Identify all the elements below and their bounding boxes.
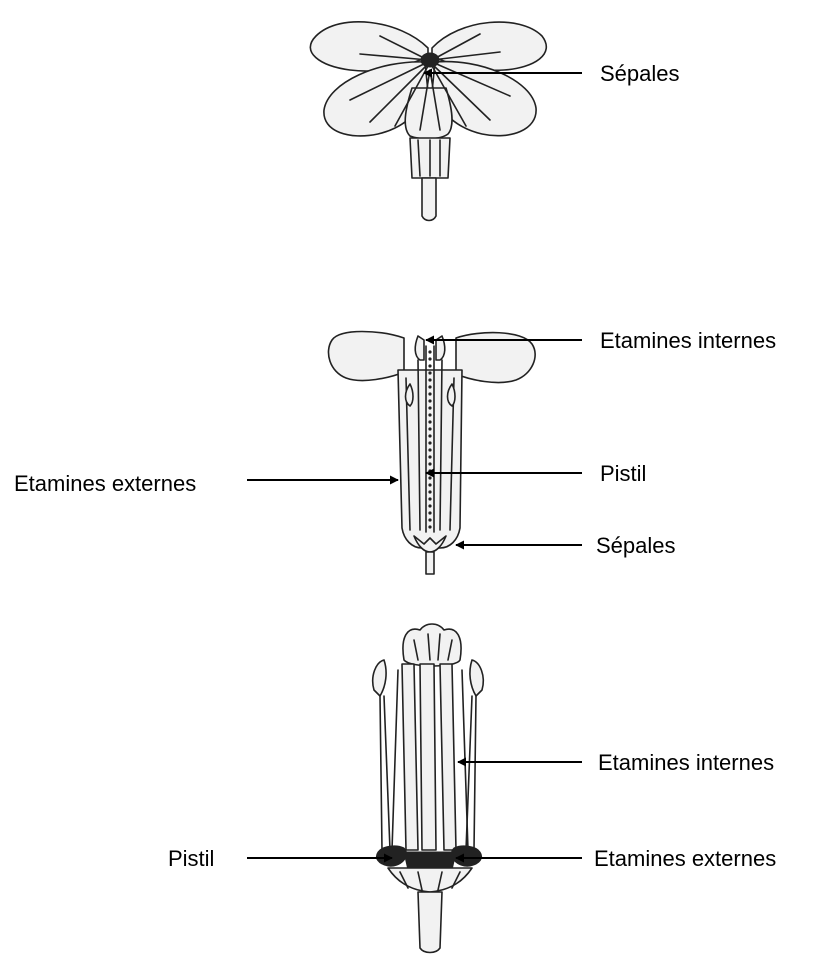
- label-fig3-pistil: Pistil: [168, 846, 214, 871]
- flower-reproductive-drawing: [373, 624, 484, 953]
- label-fig2-pistil: Pistil: [600, 461, 646, 486]
- label-fig2-etamines-internes: Etamines internes: [600, 328, 776, 353]
- label-fig1-sepales: Sépales: [600, 61, 680, 86]
- label-fig2-sepales: Sépales: [596, 533, 676, 558]
- flower-section-drawing: [328, 332, 535, 575]
- label-fig3-etamines-externes: Etamines externes: [594, 846, 776, 871]
- flower-top-drawing: [310, 22, 546, 221]
- label-fig2-etamines-externes: Etamines externes: [14, 471, 196, 496]
- label-fig3-etamines-internes: Etamines internes: [598, 750, 774, 775]
